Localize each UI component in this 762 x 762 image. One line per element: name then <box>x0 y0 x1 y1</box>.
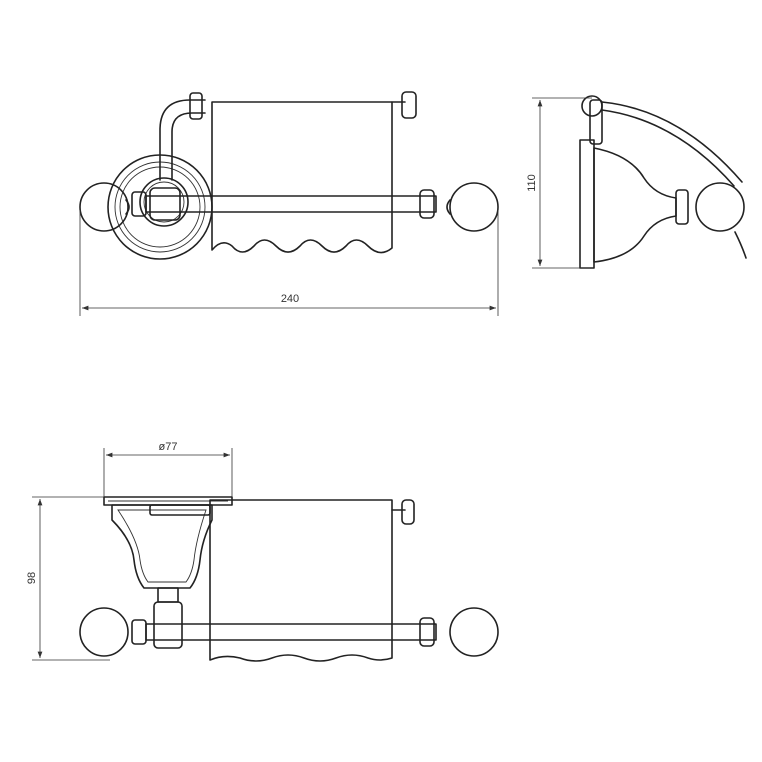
top-right-knob <box>449 607 499 657</box>
diameter-dimension: ø77 <box>103 441 233 497</box>
diameter-label: ø77 <box>159 441 178 453</box>
side-view: 110 <box>526 95 747 269</box>
width-dimension: 240 <box>79 210 499 316</box>
side-knob <box>695 182 745 232</box>
height-label: 110 <box>526 174 538 192</box>
height-dimension: 110 <box>526 97 592 269</box>
top-rosette <box>103 496 233 589</box>
width-label: 240 <box>281 293 299 305</box>
top-view: ø77 98 <box>26 441 499 662</box>
depth-label: 98 <box>26 572 38 584</box>
side-plate <box>579 139 689 269</box>
depth-dimension: 98 <box>26 496 110 661</box>
left-knob <box>79 182 130 232</box>
top-left-knob <box>79 607 129 657</box>
holder-rod <box>131 187 437 221</box>
top-arm <box>131 504 437 649</box>
holder-arm <box>159 92 206 181</box>
top-paper-roll <box>209 499 415 662</box>
front-view: 240 <box>79 91 499 316</box>
side-arm <box>581 95 747 259</box>
right-knob <box>446 182 499 232</box>
paper-roll <box>211 91 417 254</box>
